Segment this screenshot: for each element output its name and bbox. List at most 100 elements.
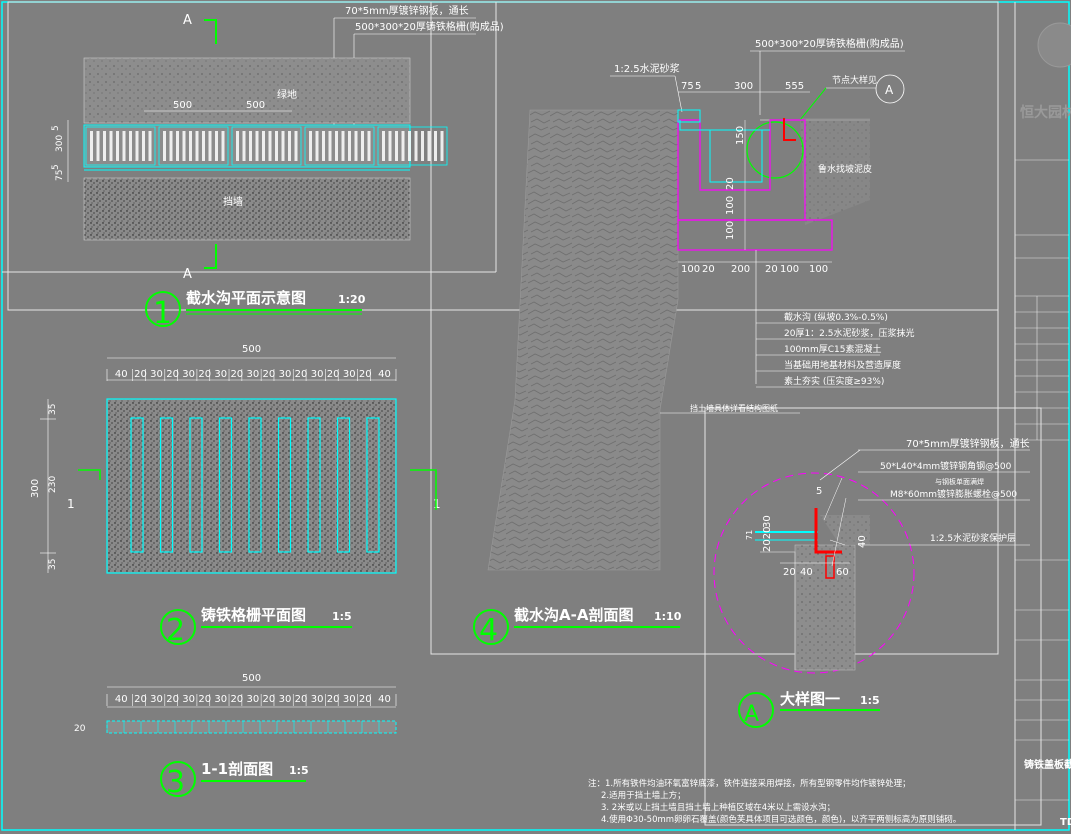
grate-slot [281,131,285,161]
grate-slot [294,131,298,161]
section-marker-top: A [183,13,192,28]
grate-slot [427,131,431,161]
title-block: 恒大园林 铸铁盖板截水沟 TD [1014,2,1071,830]
v2-dim-label: 20 [166,369,179,380]
v4-mortar: 1:2.5水泥砂浆 [614,62,680,75]
section-marker-bottom: A [183,267,192,282]
v3-dim-label: 20 [295,694,308,705]
grate-slot [221,131,225,161]
detail-title: 大样图一 [780,690,840,708]
grate-panel [231,126,302,166]
v3-dim-label: 40 [378,694,391,705]
v2-dim-label: 20 [198,369,211,380]
v4-dim-5: 5 [695,81,701,92]
detail-dim-2020: 2020 [762,527,773,552]
grate-slot [268,131,272,161]
callout-steel-plate: 70*5mm厚镀锌钢板，通长 [345,4,469,17]
grate-slot [335,131,338,161]
grate-bar [366,417,380,553]
grate-panel [85,126,156,166]
note-4: 4.使用Φ30-50mm卵卵石覆盖(颜色芙具体项目可选颜色，颜色)，以齐平两侧标… [601,814,961,825]
v3-total-width: 500 [242,673,261,684]
v2-dim-label: 20 [327,369,340,380]
detail-bdim-40: 40 [800,567,813,578]
grate-slot [388,131,392,161]
general-notes: 注：1.所有铁件均油环氧富锌底漆，铁件连接采用焊接，所有型钢零件均作镀锌处理； … [588,778,961,825]
grate-slot [421,131,424,161]
v3-thickness: 20 [74,724,86,734]
v3-dim-label: 20 [359,694,372,705]
grate-slot [176,131,179,161]
v4-grate-callout: 500*300*20厚铸铁格栅(购成品) [755,37,904,50]
v2-dim-label: 30 [247,369,260,380]
v3-dim-label: 30 [182,694,195,705]
detail-note-angle: 50*L40*4mm镀锌钢角钢@500 [880,460,1012,472]
legend-item: 素土夯实 (压实度≥93%) [784,375,884,387]
v2-dim-label: 20 [359,369,372,380]
label-retaining-wall: 挡墙 [223,195,243,208]
title-block-rows [1015,159,1069,801]
legend-item: 100mm厚C15素混凝土 [784,343,881,355]
detail-a: 70*5mm厚镀锌钢板，通长 50*L40*4mm镀锌钢角钢@500 与钢板单面… [713,437,1030,728]
grate-slot [195,131,199,161]
detail-dim-5: 5 [816,486,822,497]
view1-title: 截水沟平面示意图 [186,289,306,307]
grate-slot [116,131,119,161]
grate-panel [158,126,229,166]
vdim-75: 75 [55,170,65,181]
v2-dim-label: 20 [230,369,243,380]
grate-bars [130,417,380,553]
v2-height-mid: 230 [48,476,58,493]
grate-slot [242,131,246,161]
company-name: 恒大园林 [1020,104,1071,121]
v3-dim-label: 20 [230,694,243,705]
v3-dim-label: 30 [247,694,260,705]
grate-slot [129,131,132,161]
grate-slot [163,131,166,161]
grate-bar [307,417,321,553]
v4-bdim-20b: 20 [765,264,778,275]
grate-slot [434,131,437,161]
view4-title: 截水沟A-A剖面图 [514,606,633,624]
grate-slot [328,131,332,161]
detail-bdim-20: 20 [783,567,796,578]
grate-slot [309,131,312,161]
grate-slot [103,131,106,161]
grate-slot [202,131,205,161]
grate-slot [408,131,411,161]
grate-slot [249,131,252,161]
detail-bdim-60: 60 [836,567,849,578]
v4-bdim-100a: 100 [681,264,700,275]
v4-bdim-100c: 100 [809,264,828,275]
detail-note-mortar: 1:2.5水泥砂浆保护层 [930,532,1016,544]
v2-height-bot: 35 [48,559,58,570]
grate-slot [142,131,145,161]
grate-slot [354,131,358,161]
grate-slot [90,131,93,161]
grate-slot [414,131,418,161]
v3-dim-label: 20 [263,694,276,705]
legend-item: 当基础用地基材料及营造厚度 [784,359,901,371]
v4-bdim-200: 200 [731,264,750,275]
grate-slot [395,131,398,161]
v4-dim-100a: 100 [725,196,736,215]
grate-slot [109,131,113,161]
view4-section-aa: 500*300*20厚铸铁格栅(购成品) 1:2.5水泥砂浆 75 5 300 … [473,37,915,648]
v2-dim-label: 30 [150,369,163,380]
detail-note-bolt: M8*60mm镀锌膨胀螺栓@500 [890,488,1017,500]
view2-title: 铸铁格栅平面图 [201,606,306,624]
grate-slot [182,131,186,161]
grate-slot [189,131,192,161]
drawing-name: 铸铁盖板截水沟 [1024,758,1071,771]
v3-dim-label: 30 [343,694,356,705]
v4-dim-555: 555 [785,81,804,92]
grate-slot [236,131,239,161]
legend-item: 20厚1：2.5水泥砂浆，压浆抹光 [784,327,915,339]
grate-bar [336,417,351,553]
v4-legend: 截水沟 (纵坡0.3%-0.5%)20厚1：2.5水泥砂浆，压浆抹光100mm厚… [756,311,915,388]
